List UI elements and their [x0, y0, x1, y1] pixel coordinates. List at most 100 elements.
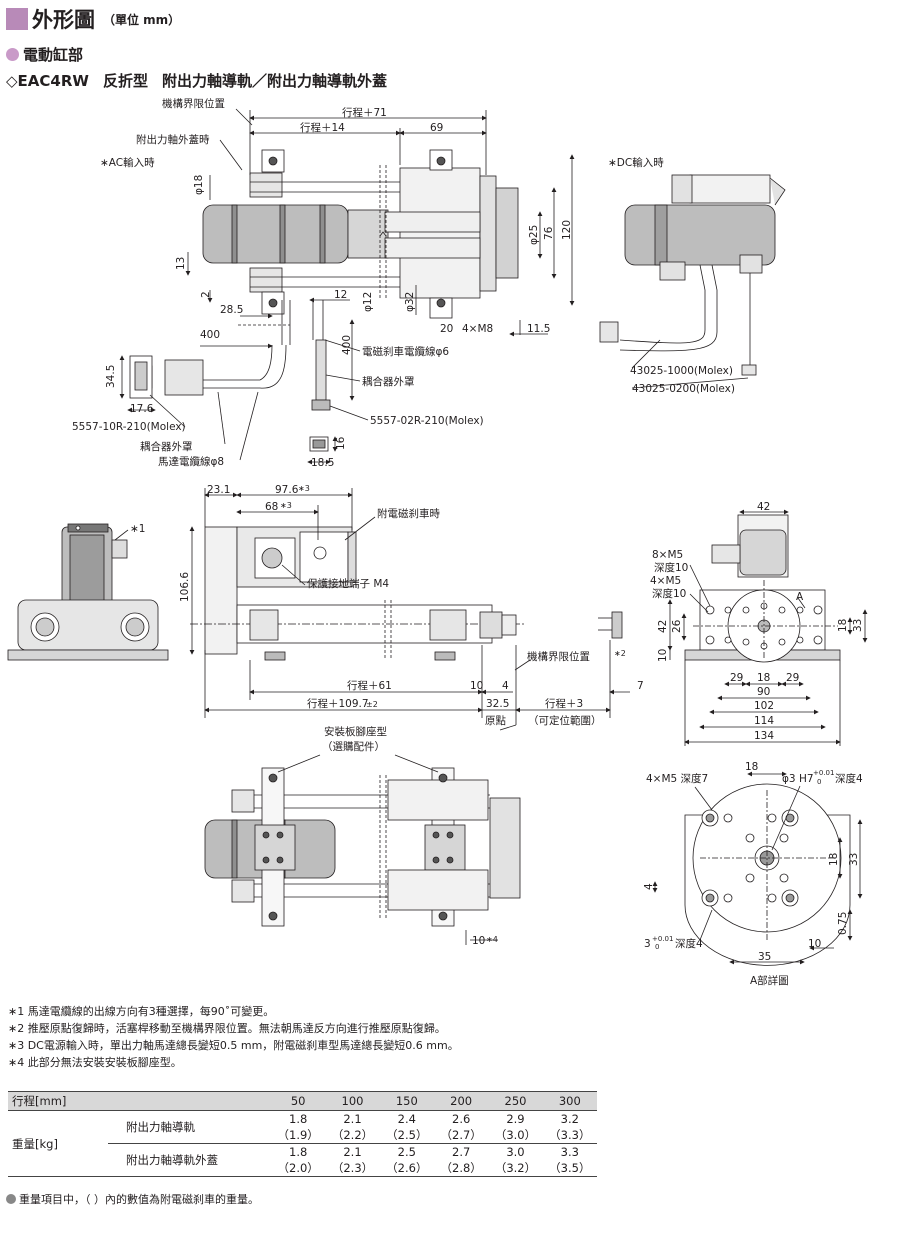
table-header-cell: 150 — [379, 1091, 434, 1111]
label-d13: 13 — [175, 257, 187, 270]
label-detail-d33: 33 — [848, 853, 860, 866]
table-cell: 3.2（3.3） — [542, 1110, 597, 1144]
table-cell: 2.9（3.0） — [488, 1110, 543, 1144]
weight-table: 行程[mm] 50 100 150 200 250 300 重量[kg] 附出力… — [8, 1091, 597, 1177]
label-ac-input: ∗AC輸入時 — [100, 156, 155, 169]
label-m5b: 4×M5 — [650, 575, 681, 587]
label-d68: 68 — [265, 501, 278, 513]
label-stroke3: 行程＋3 — [545, 697, 583, 710]
table-cell: 2.1（2.3） — [325, 1143, 380, 1177]
label-coupler-cover2: 耦合器外罩 — [140, 440, 193, 453]
label-depth10a: 深度10 — [654, 561, 688, 574]
label-side-d10: 10 — [657, 649, 669, 662]
label-star3b: ∗3 — [280, 501, 292, 510]
header-square-icon — [6, 8, 28, 30]
label-d18-5: 18.5 — [311, 457, 334, 469]
side-view — [667, 509, 868, 746]
label-star1: ∗1 — [130, 523, 145, 535]
label-m8: 4×M8 — [462, 323, 493, 335]
dc-input-view — [599, 174, 786, 389]
label-mech-limit2: 機構界限位置 — [527, 650, 590, 663]
table-row-label: 附出力軸導軌 — [108, 1110, 271, 1144]
page-title: 外形圖 — [32, 8, 95, 32]
label-d2: 2 — [200, 291, 212, 298]
label-option: （選購配件） — [322, 740, 385, 753]
label-detail-caption: A部詳圖 — [750, 974, 789, 987]
table-header-cell: 200 — [433, 1091, 489, 1111]
table-header-cell: 250 — [488, 1091, 543, 1111]
label-side-d114: 114 — [754, 715, 774, 727]
label-detail-tol0: 0 — [817, 778, 821, 786]
top-view — [119, 108, 575, 465]
label-phi25: φ25 — [528, 225, 540, 245]
front-view — [114, 488, 630, 731]
label-d23-1: 23.1 — [207, 484, 230, 496]
table-cell: 2.7（2.8） — [433, 1143, 489, 1177]
label-phi32: φ32 — [404, 292, 416, 312]
label-stroke14: 行程＋14 — [300, 121, 345, 134]
label-detail-d18: 18 — [745, 761, 758, 773]
footnote-text: 重量項目中，（ ）內的數值為附電磁刹車的重量。 — [19, 1193, 259, 1206]
label-side-d18b: 18 — [757, 672, 770, 684]
label-d28-5: 28.5 — [220, 304, 243, 316]
label-stroke61: 行程＋61 — [347, 679, 392, 692]
table-cell: 1.8（2.0） — [271, 1143, 326, 1177]
label-d120: 120 — [561, 220, 573, 240]
label-mech-limit: 機構界限位置 — [162, 97, 225, 110]
label-d76: 76 — [543, 226, 555, 240]
label-side-d102: 102 — [754, 700, 774, 712]
table-cell: 2.1（2.2） — [325, 1110, 380, 1144]
unit-label: （單位 mm） — [103, 12, 181, 27]
label-pm2: ±2 — [366, 700, 378, 709]
label-detail-depth4: 深度4 — [835, 772, 863, 785]
note-3: ∗3 DC電源輸入時，單出力軸馬達總長變短0.5 mm，附電磁刹車型馬達總長變短… — [8, 1039, 459, 1052]
footnote-dot-icon — [6, 1194, 16, 1204]
table-row: 附出力軸導軌外蓋 1.8（2.0） 2.1（2.3） 2.5（2.6） 2.7（… — [8, 1143, 597, 1177]
label-d97-6: 97.6 — [275, 484, 299, 496]
table-header-cell: 100 — [325, 1091, 380, 1111]
label-detail-d4: 4 — [643, 883, 655, 890]
label-detail-slotdepth: 深度4 — [675, 937, 703, 950]
label-side-d29b: 29 — [786, 672, 799, 684]
table-header-cell: 300 — [542, 1091, 597, 1111]
table-group-label: 重量[kg] — [8, 1110, 108, 1177]
label-stroke71: 行程＋71 — [342, 106, 387, 119]
section-dot-icon — [6, 48, 19, 61]
mount-view — [204, 754, 521, 945]
label-d16: 16 — [335, 436, 347, 450]
detail-a-view — [652, 771, 863, 966]
label-d106-6: 106.6 — [179, 572, 191, 602]
label-d4: 4 — [502, 680, 509, 692]
label-bottom-d10: 10 — [472, 935, 485, 947]
label-d34-5: 34.5 — [105, 365, 117, 388]
note-1: ∗1 馬達電纜線的出線方向有3種選擇，每90˚可變更。 — [8, 1005, 275, 1018]
label-side-d29a: 29 — [730, 672, 743, 684]
label-d12: 12 — [334, 289, 347, 301]
label-conn-10r: 5557-10R-210(Molex) — [72, 421, 186, 433]
table-row-label: 附出力軸導軌外蓋 — [108, 1143, 271, 1177]
table-cell: 3.0（3.2） — [488, 1143, 543, 1177]
label-m5a: 8×M5 — [652, 549, 683, 561]
model-guide: 附出力軸導軌／附出力軸導軌外蓋 — [161, 72, 387, 90]
table-header-stroke: 行程[mm] — [8, 1091, 271, 1111]
page-header: 外形圖 （單位 mm） — [6, 4, 180, 34]
table-cell: 3.3（3.5） — [542, 1143, 597, 1177]
label-molex0200: 43025-0200(Molex) — [632, 383, 735, 395]
table-cell: 2.6（2.7） — [433, 1110, 489, 1144]
label-coupler-cover: 耦合器外罩 — [362, 375, 415, 388]
label-detail-d18v: 18 — [828, 853, 840, 866]
label-side-d42b: 42 — [657, 620, 669, 633]
section-label: 電動缸部 — [23, 46, 84, 64]
label-detail-d10: 10 — [808, 938, 821, 950]
label-mount: 安裝板腳座型 — [324, 725, 387, 738]
label-phi12: φ12 — [362, 292, 374, 312]
note-2: ∗2 推壓原點復歸時，活塞桿移動至機構界限位置。無法朝馬達反方向進行推壓原點復歸… — [8, 1022, 446, 1035]
drawing-canvas: 機構界限位置 行程＋71 行程＋14 69 附出力軸外蓋時 ∗AC輸入時 ∗DC… — [7, 97, 868, 987]
model-name: EAC4RW — [17, 72, 89, 90]
label-molex1000: 43025-1000(Molex) — [630, 365, 733, 377]
table-cell: 2.5（2.6） — [379, 1143, 434, 1177]
label-d17-6: 17.6 — [130, 403, 154, 415]
label-detail-d35: 35 — [758, 951, 771, 963]
label-detail-slottol0: 0 — [655, 943, 659, 951]
